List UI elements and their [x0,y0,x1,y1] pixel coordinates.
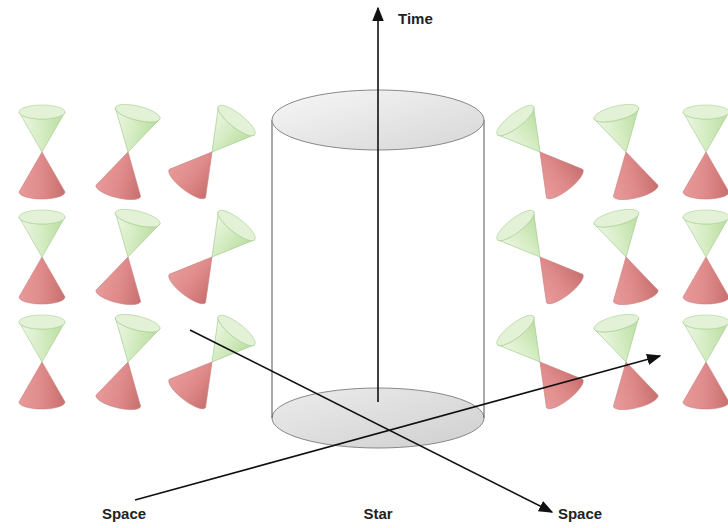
light-cone [683,105,728,199]
light-cone [493,206,587,308]
light-cone [165,311,259,413]
light-cone [165,206,259,308]
axis-label: Space [102,506,146,523]
light-cone [94,206,161,308]
light-cone [19,210,65,304]
light-cone [94,101,161,203]
axis-label: Space [558,506,602,523]
light-cone [683,210,728,304]
light-cone [94,311,161,413]
axis-label: Star [363,506,392,523]
light-cone [19,105,65,199]
light-cone [165,101,259,203]
light-cone [592,101,659,203]
light-cone [19,315,65,409]
light-cone [592,311,659,413]
light-cone [683,315,728,409]
light-cone [592,206,659,308]
light-cone [493,101,587,203]
axes [135,8,660,512]
axis-label: Time [398,11,433,28]
